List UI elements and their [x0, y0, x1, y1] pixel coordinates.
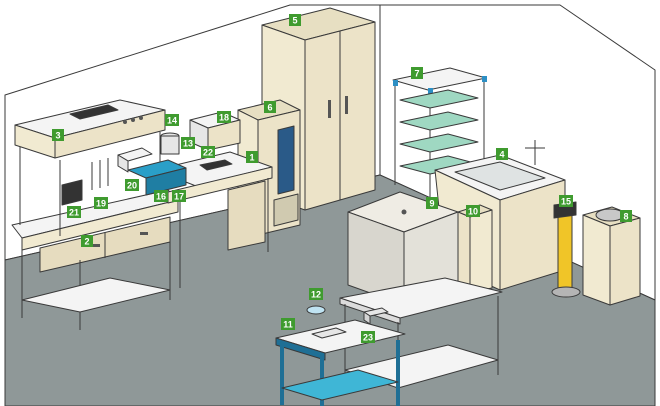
- callout-label-2: 2: [81, 235, 93, 247]
- callout-label-15: 15: [559, 195, 573, 207]
- callout-label-text: 18: [219, 113, 229, 123]
- callout-label-text: 3: [55, 131, 60, 141]
- fume-hood: [14, 99, 166, 236]
- callout-label-21: 21: [67, 206, 81, 218]
- callout-label-text: 16: [156, 192, 166, 202]
- callout-label-3: 3: [52, 129, 64, 141]
- callout-label-17: 17: [172, 190, 186, 202]
- callout-label-text: 19: [96, 199, 106, 209]
- callout-label-4: 4: [496, 148, 508, 160]
- callout-label-text: 9: [429, 199, 434, 209]
- small-cart-table: [275, 305, 406, 406]
- callout-label-5: 5: [289, 14, 301, 26]
- left-workbench: [11, 189, 179, 330]
- callout-label-16: 16: [154, 190, 168, 202]
- callout-label-text: 1: [249, 153, 254, 163]
- callout-label-text: 20: [127, 181, 137, 191]
- callout-label-text: 15: [561, 197, 571, 207]
- callout-label-text: 23: [363, 333, 373, 343]
- callout-label-text: 10: [468, 207, 478, 217]
- microscope-and-instruments: [61, 111, 241, 206]
- callout-label-text: 2: [84, 237, 89, 247]
- callout-label-text: 21: [69, 208, 79, 218]
- callout-label-text: 4: [499, 150, 504, 160]
- callout-label-text: 6: [267, 103, 272, 113]
- callout-label-6: 6: [264, 101, 276, 113]
- callout-label-22: 22: [201, 146, 215, 158]
- callout-label-19: 19: [94, 197, 108, 209]
- callout-label-text: 5: [292, 16, 297, 26]
- callout-label-14: 14: [165, 114, 179, 126]
- callout-label-text: 8: [623, 212, 628, 222]
- callout-label-12: 12: [309, 288, 323, 300]
- callout-label-8: 8: [620, 210, 632, 222]
- callout-label-13: 13: [181, 137, 195, 149]
- callout-label-text: 17: [174, 192, 184, 202]
- callout-label-7: 7: [411, 67, 423, 79]
- callout-label-1: 1: [246, 151, 258, 163]
- shelf-rack-with-trays: [392, 67, 487, 198]
- callout-label-23: 23: [361, 331, 375, 343]
- callout-label-10: 10: [466, 205, 480, 217]
- callout-label-text: 7: [414, 69, 419, 79]
- callout-label-11: 11: [281, 318, 295, 330]
- callout-label-text: 14: [167, 116, 177, 126]
- callout-label-text: 13: [183, 139, 193, 149]
- side-cabinet-unit: [457, 204, 493, 293]
- callout-label-20: 20: [125, 179, 139, 191]
- callout-label-text: 12: [311, 290, 321, 300]
- callout-label-18: 18: [217, 111, 231, 123]
- callout-label-text: 11: [283, 320, 293, 330]
- callout-label-text: 22: [203, 148, 213, 158]
- callout-label-9: 9: [426, 197, 438, 209]
